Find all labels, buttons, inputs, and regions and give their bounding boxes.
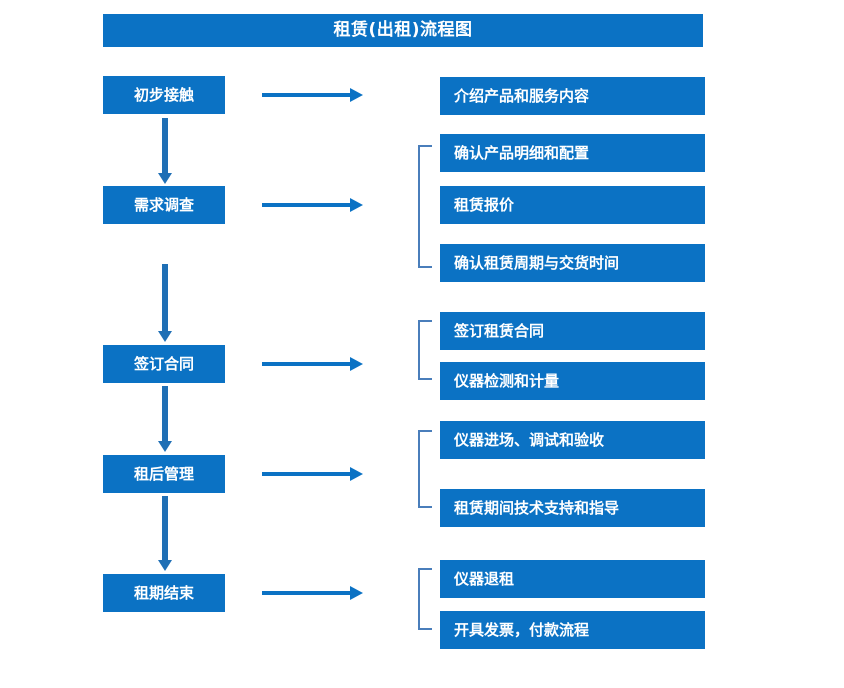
diagram-title-bar: 租赁(出租)流程图 — [103, 14, 703, 47]
detail-node-label: 仪器退租 — [454, 569, 515, 588]
stage-node-1[interactable]: 初步接触 — [103, 76, 225, 114]
detail-node-9[interactable]: 仪器退租 — [440, 560, 705, 598]
arrow-head-down-icon — [158, 331, 172, 342]
stage-node-label: 需求调查 — [133, 195, 194, 214]
detail-node-label: 确认租赁周期与交货时间 — [454, 253, 620, 272]
arrow-head-right-icon — [350, 88, 363, 102]
arrow-shaft — [262, 93, 352, 97]
arrow-shaft — [162, 496, 168, 560]
detail-node-label: 仪器检测和计量 — [454, 371, 560, 390]
detail-node-label: 介绍产品和服务内容 — [454, 86, 590, 105]
arrow-shaft — [262, 203, 352, 207]
arrow-shaft — [162, 118, 168, 173]
detail-node-1[interactable]: 介绍产品和服务内容 — [440, 77, 705, 115]
flow-arrow-down-1 — [158, 118, 172, 184]
arrow-head-right-icon — [350, 586, 363, 600]
detail-node-3[interactable]: 租赁报价 — [440, 186, 705, 224]
detail-node-2[interactable]: 确认产品明细和配置 — [440, 134, 705, 172]
detail-node-label: 开具发票，付款流程 — [454, 620, 590, 639]
detail-arrow-right-4 — [262, 467, 363, 481]
stage-node-2[interactable]: 需求调查 — [103, 186, 225, 224]
stage-node-label: 租后管理 — [133, 464, 194, 483]
group-bracket-2 — [418, 320, 432, 380]
arrow-shaft — [262, 591, 352, 595]
detail-arrow-right-5 — [262, 586, 363, 600]
detail-node-label: 签订租赁合同 — [454, 321, 545, 340]
group-bracket-4 — [418, 568, 432, 630]
arrow-head-down-icon — [158, 560, 172, 571]
arrow-head-right-icon — [350, 357, 363, 371]
arrow-head-right-icon — [350, 198, 363, 212]
detail-node-label: 租赁报价 — [454, 195, 515, 214]
arrow-shaft — [162, 386, 168, 441]
group-bracket-1 — [418, 145, 432, 268]
stage-node-3[interactable]: 签订合同 — [103, 345, 225, 383]
detail-arrow-right-2 — [262, 198, 363, 212]
arrow-shaft — [262, 362, 352, 366]
arrow-shaft — [162, 264, 168, 331]
detail-node-label: 确认产品明细和配置 — [454, 143, 590, 162]
arrow-head-down-icon — [158, 173, 172, 184]
stage-node-5[interactable]: 租期结束 — [103, 574, 225, 612]
detail-node-label: 租赁期间技术支持和指导 — [454, 498, 620, 517]
stage-node-4[interactable]: 租后管理 — [103, 455, 225, 493]
flow-arrow-down-4 — [158, 496, 172, 571]
arrow-shaft — [262, 472, 352, 476]
arrow-head-down-icon — [158, 441, 172, 452]
detail-node-5[interactable]: 签订租赁合同 — [440, 312, 705, 350]
flow-arrow-down-3 — [158, 386, 172, 452]
detail-node-8[interactable]: 租赁期间技术支持和指导 — [440, 489, 705, 527]
detail-node-6[interactable]: 仪器检测和计量 — [440, 362, 705, 400]
stage-node-label: 租期结束 — [133, 583, 194, 602]
detail-arrow-right-1 — [262, 88, 363, 102]
detail-arrow-right-3 — [262, 357, 363, 371]
detail-node-label: 仪器进场、调试和验收 — [454, 430, 605, 449]
detail-node-7[interactable]: 仪器进场、调试和验收 — [440, 421, 705, 459]
stage-node-label: 签订合同 — [133, 354, 194, 373]
flow-arrow-down-2 — [158, 264, 172, 342]
arrow-head-right-icon — [350, 467, 363, 481]
group-bracket-3 — [418, 430, 432, 508]
stage-node-label: 初步接触 — [133, 85, 194, 104]
detail-node-4[interactable]: 确认租赁周期与交货时间 — [440, 244, 705, 282]
page-title: 租赁(出租)流程图 — [333, 20, 473, 40]
detail-node-10[interactable]: 开具发票，付款流程 — [440, 611, 705, 649]
